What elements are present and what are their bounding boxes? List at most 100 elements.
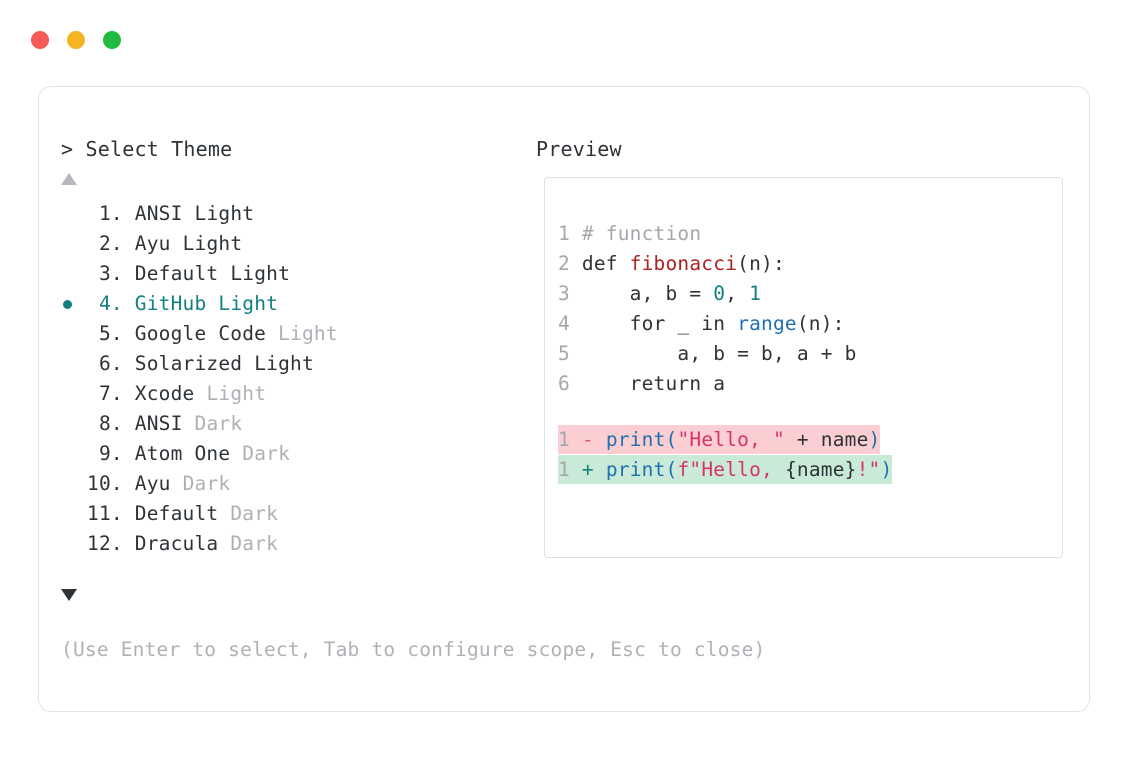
code-line: 2 def fibonacci(n):: [558, 249, 892, 279]
theme-list-item-label: 12. Dracula Dark: [87, 532, 279, 555]
theme-name: Solarized: [134, 352, 243, 375]
diff-marker: +: [581, 458, 594, 481]
theme-list-item[interactable]: 9. Atom One Dark: [61, 439, 501, 469]
theme-list-item[interactable]: 8. ANSI Dark: [61, 409, 501, 439]
select-theme-heading: > Select Theme: [61, 137, 233, 161]
theme-list-item-label: 3. Default Light: [87, 262, 291, 285]
theme-name: Dracula: [134, 532, 219, 555]
maximize-button[interactable]: [103, 31, 121, 49]
theme-name: Default: [134, 262, 219, 285]
code-token: (: [665, 458, 678, 481]
code-line-number: 5: [558, 342, 570, 365]
theme-list-item[interactable]: 4. GitHub Light: [61, 289, 501, 319]
theme-name: GitHub: [134, 292, 207, 315]
code-token: f"Hello,: [677, 458, 785, 481]
theme-list-item[interactable]: 7. Xcode Light: [61, 379, 501, 409]
code-line-number: 1: [558, 458, 570, 481]
diff-highlight: 1 - print("Hello, " + name): [558, 425, 881, 454]
code-line: 5 a, b = b, a + b: [558, 339, 892, 369]
code-token: (n):: [796, 312, 845, 335]
theme-variant-label: Dark: [242, 442, 291, 465]
theme-list-item[interactable]: 11. Default Dark: [61, 499, 501, 529]
code-token: ,: [725, 282, 750, 305]
code-token: 0: [713, 282, 726, 305]
code-token: "Hello, ": [677, 428, 785, 451]
diff-highlight: 1 + print(f"Hello, {name}!"): [558, 455, 893, 484]
theme-list-item-label: 11. Default Dark: [87, 502, 279, 525]
code-line: 1 # function: [558, 219, 892, 249]
code-token: print: [605, 458, 666, 481]
code-token: + name: [784, 428, 869, 451]
preview-heading: Preview: [536, 137, 622, 161]
theme-list-item[interactable]: 3. Default Light: [61, 259, 501, 289]
triangle-down-icon[interactable]: [61, 589, 77, 601]
code-token: !": [856, 458, 881, 481]
theme-list-item[interactable]: 1. ANSI Light: [61, 199, 501, 229]
theme-list-item-label: 7. Xcode Light: [87, 382, 267, 405]
code-token: (n):: [737, 252, 785, 275]
code-line: 3 a, b = 0, 1: [558, 279, 892, 309]
selected-bullet-icon: [63, 300, 72, 309]
code-line-number: 1: [558, 222, 570, 245]
theme-name: Google Code: [134, 322, 267, 345]
theme-variant-label: Light: [194, 202, 255, 225]
code-token: return a: [581, 372, 726, 395]
theme-list-item[interactable]: 5. Google Code Light: [61, 319, 501, 349]
triangle-up-icon[interactable]: [61, 173, 77, 185]
code-token: a, b =: [581, 282, 714, 305]
theme-list-item-label: 4. GitHub Light: [87, 292, 279, 315]
code-token: (: [665, 428, 678, 451]
theme-list-item-label: 6. Solarized Light: [87, 352, 314, 375]
theme-list-item-label: 5. Google Code Light: [87, 322, 338, 345]
theme-name: Xcode: [134, 382, 195, 405]
theme-variant-label: Light: [206, 382, 267, 405]
theme-name: Ayu: [134, 232, 171, 255]
diff-line-add: 1 + print(f"Hello, {name}!"): [558, 455, 893, 485]
diff-marker: -: [581, 428, 594, 451]
theme-name: ANSI: [134, 202, 183, 225]
theme-list: 1. ANSI Light 2. Ayu Light 3. Default Li…: [61, 199, 501, 559]
code-token: def: [581, 252, 630, 275]
theme-variant-label: Dark: [230, 532, 279, 555]
code-line-number: 4: [558, 312, 570, 335]
theme-list-item[interactable]: 2. Ayu Light: [61, 229, 501, 259]
window-traffic-lights: [31, 31, 121, 49]
theme-list-item[interactable]: 6. Solarized Light: [61, 349, 501, 379]
theme-selector-body: > Select Theme Preview 1. ANSI Light 2. …: [39, 87, 1089, 711]
theme-name: ANSI: [134, 412, 183, 435]
keyboard-hint: (Use Enter to select, Tab to configure s…: [61, 638, 766, 661]
code-token: # function: [581, 222, 702, 245]
theme-variant-label: Dark: [194, 412, 243, 435]
code-token: {name}: [784, 458, 857, 481]
theme-selector-card: > Select Theme Preview 1. ANSI Light 2. …: [38, 86, 1090, 712]
code-token: a, b = b, a + b: [581, 342, 857, 365]
theme-variant-label: Light: [218, 292, 279, 315]
code-token: print: [605, 428, 666, 451]
minimize-button[interactable]: [67, 31, 85, 49]
theme-list-item[interactable]: 10. Ayu Dark: [61, 469, 501, 499]
theme-variant-label: Light: [182, 232, 243, 255]
code-line-number: 6: [558, 372, 570, 395]
code-token: ): [880, 458, 893, 481]
code-line-number: 3: [558, 282, 570, 305]
theme-name: Default: [134, 502, 219, 525]
diff-line-del: 1 - print("Hello, " + name): [558, 425, 892, 455]
code-line: 6 return a: [558, 369, 892, 399]
code-line: 4 for _ in range(n):: [558, 309, 892, 339]
close-button[interactable]: [31, 31, 49, 49]
theme-name: Ayu: [134, 472, 171, 495]
theme-list-item-label: 2. Ayu Light: [87, 232, 243, 255]
theme-variant-label: Light: [254, 352, 314, 375]
code-line-number: 1: [558, 428, 570, 451]
code-line-number: 2: [558, 252, 570, 275]
theme-list-item[interactable]: 12. Dracula Dark: [61, 529, 501, 559]
theme-variant-label: Light: [278, 322, 338, 345]
theme-variant-label: Dark: [182, 472, 231, 495]
theme-list-item-label: 9. Atom One Dark: [87, 442, 291, 465]
code-token: ): [868, 428, 881, 451]
code-token: fibonacci: [629, 252, 738, 275]
code-token: 1: [749, 282, 762, 305]
theme-name: Atom One: [134, 442, 231, 465]
